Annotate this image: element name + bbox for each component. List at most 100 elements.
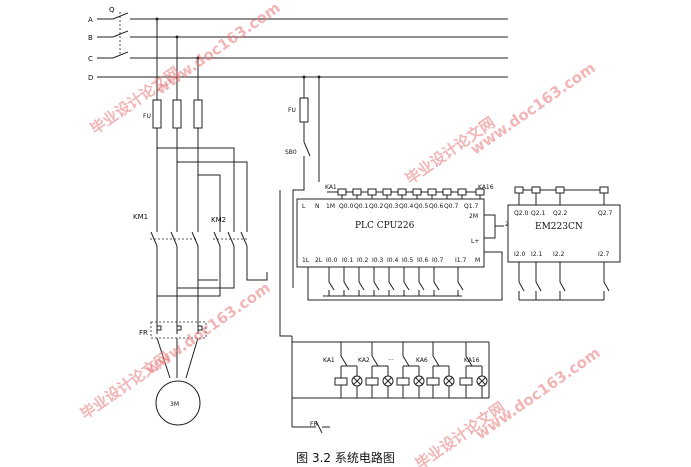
em-input-switch	[603, 281, 610, 292]
relay-coil	[334, 377, 348, 386]
watermark-url-1: www.doc163.com	[152, 0, 284, 98]
plc-terminal-l: L	[302, 203, 306, 210]
control-branch	[279, 75, 321, 337]
plc-terminal-q01: Q0.1	[354, 203, 368, 210]
plc-output-coil	[367, 188, 377, 196]
plc-terminal-q17: Q1.7	[464, 203, 478, 210]
em-terminal-i22: I2.2	[553, 251, 564, 258]
plc-terminal-1m: 1M	[326, 203, 335, 210]
plc-output-coil	[412, 188, 422, 196]
plc-terminal-q05: Q0.5	[414, 203, 428, 210]
motor-symbol	[155, 380, 201, 426]
plc-coil-last: KA16	[478, 184, 494, 191]
contactor-label-km2: KM2	[211, 216, 226, 224]
plc-terminal-q04: Q0.4	[399, 203, 413, 210]
em-input-switch	[535, 281, 542, 292]
fuse-l3	[193, 99, 203, 129]
em-terminal-q22: Q2.2	[553, 210, 567, 217]
plc-terminal-i04: I0.4	[387, 257, 398, 264]
fuse-label-left: FU	[143, 113, 151, 120]
bus-label-c: C	[88, 55, 93, 63]
thermal-relay-label: FR	[139, 329, 148, 337]
plc-coil-first: KA1	[325, 184, 337, 191]
plc-terminal-q03: Q0.3	[384, 203, 398, 210]
control-fuse	[299, 97, 309, 123]
lamp-cross	[384, 377, 392, 385]
relay-coil	[396, 377, 410, 386]
em-model: EM223CN	[535, 222, 583, 232]
plc-output-coil	[442, 188, 452, 196]
em-box	[507, 204, 621, 263]
bus-label-b: B	[88, 34, 93, 42]
plc-terminal-i02: I0.2	[357, 257, 368, 264]
plc-terminal-q02: Q0.2	[369, 203, 383, 210]
relay-contact	[465, 355, 473, 367]
plc-terminal-2m: 2M	[469, 213, 478, 220]
plc-terminal-i07: I0.7	[432, 257, 443, 264]
lamp-cross	[445, 377, 453, 385]
relay-label-ellipsis: ...	[388, 355, 394, 362]
relay-label-ka6: KA6	[416, 357, 428, 364]
relay-contact	[402, 355, 410, 367]
motor-label: 3M	[170, 401, 179, 408]
plc-input-switch	[358, 281, 365, 291]
figure-caption: 图 3.2 系统电路图	[296, 451, 395, 465]
plc-input-switch	[433, 281, 440, 291]
relay-label-ka1: KA1	[323, 357, 335, 364]
plc-input-switch	[328, 281, 335, 291]
plc-terminal-2l: 2L	[315, 257, 323, 264]
plc-output-coil	[397, 188, 407, 196]
plc-terminal-1l: 1L	[302, 257, 310, 264]
stop-button-label: SB0	[285, 149, 297, 156]
fuse-l2	[172, 99, 182, 129]
plc-terminal-i17: I1.7	[455, 257, 466, 264]
fuse-l1	[152, 99, 162, 129]
plc-terminal-q00: Q0.0	[339, 203, 353, 210]
em-terminal-q21: Q2.1	[531, 210, 545, 217]
plc-input-contacts	[323, 267, 464, 297]
plc-terminal-n: N	[315, 203, 320, 210]
plc-output-coil	[352, 188, 362, 196]
plc-input-switch	[418, 281, 425, 291]
plc-output-coil	[382, 188, 392, 196]
plc-input-switch	[457, 281, 464, 291]
em-terminal-q20: Q2.0	[514, 210, 528, 217]
em-terminal-i20: I2.0	[514, 251, 525, 258]
plc-output-coil	[457, 188, 467, 196]
em-module	[507, 186, 621, 301]
plc-input-switch	[388, 281, 395, 291]
em-input-switch	[559, 281, 566, 292]
fuse-label-right: FU	[288, 107, 296, 114]
plc-terminal-lplus: L+	[471, 238, 479, 245]
plc-output-coil	[337, 188, 347, 196]
relay-label-ka16: KA16	[464, 357, 480, 364]
relay-coil	[426, 377, 440, 386]
relay-contact	[340, 355, 348, 367]
bus-lines	[97, 12, 508, 78]
plc-box	[296, 198, 485, 268]
plc-terminal-m: M	[475, 257, 480, 264]
plc-terminal-q07: Q0.7	[444, 203, 458, 210]
em-terminal-q27: Q2.7	[598, 210, 612, 217]
relay-label-ka2: KA2	[358, 357, 370, 364]
plc-output-coil	[427, 188, 437, 196]
plc-input-switch	[343, 281, 350, 291]
lamp-cross	[415, 377, 423, 385]
relay-coil	[459, 377, 473, 386]
plc-terminal-i01: I0.1	[342, 257, 353, 264]
relay-contact	[371, 355, 379, 367]
motor-circuit	[150, 17, 268, 426]
bus-label-a: A	[88, 16, 93, 24]
plc-terminal-i05: I0.5	[402, 257, 413, 264]
breaker-label: Q	[109, 6, 115, 14]
watermark-url-3: www.doc163.com	[142, 279, 274, 379]
watermark-url-4: www.doc163.com	[472, 344, 604, 444]
relay-coil	[365, 377, 379, 386]
plc-module	[296, 188, 485, 268]
thermal-contact-label: FR	[310, 421, 318, 428]
lamp-cross	[478, 377, 486, 385]
em-terminal-i27: I2.7	[598, 251, 609, 258]
plc-model: PLC CPU226	[355, 221, 415, 231]
